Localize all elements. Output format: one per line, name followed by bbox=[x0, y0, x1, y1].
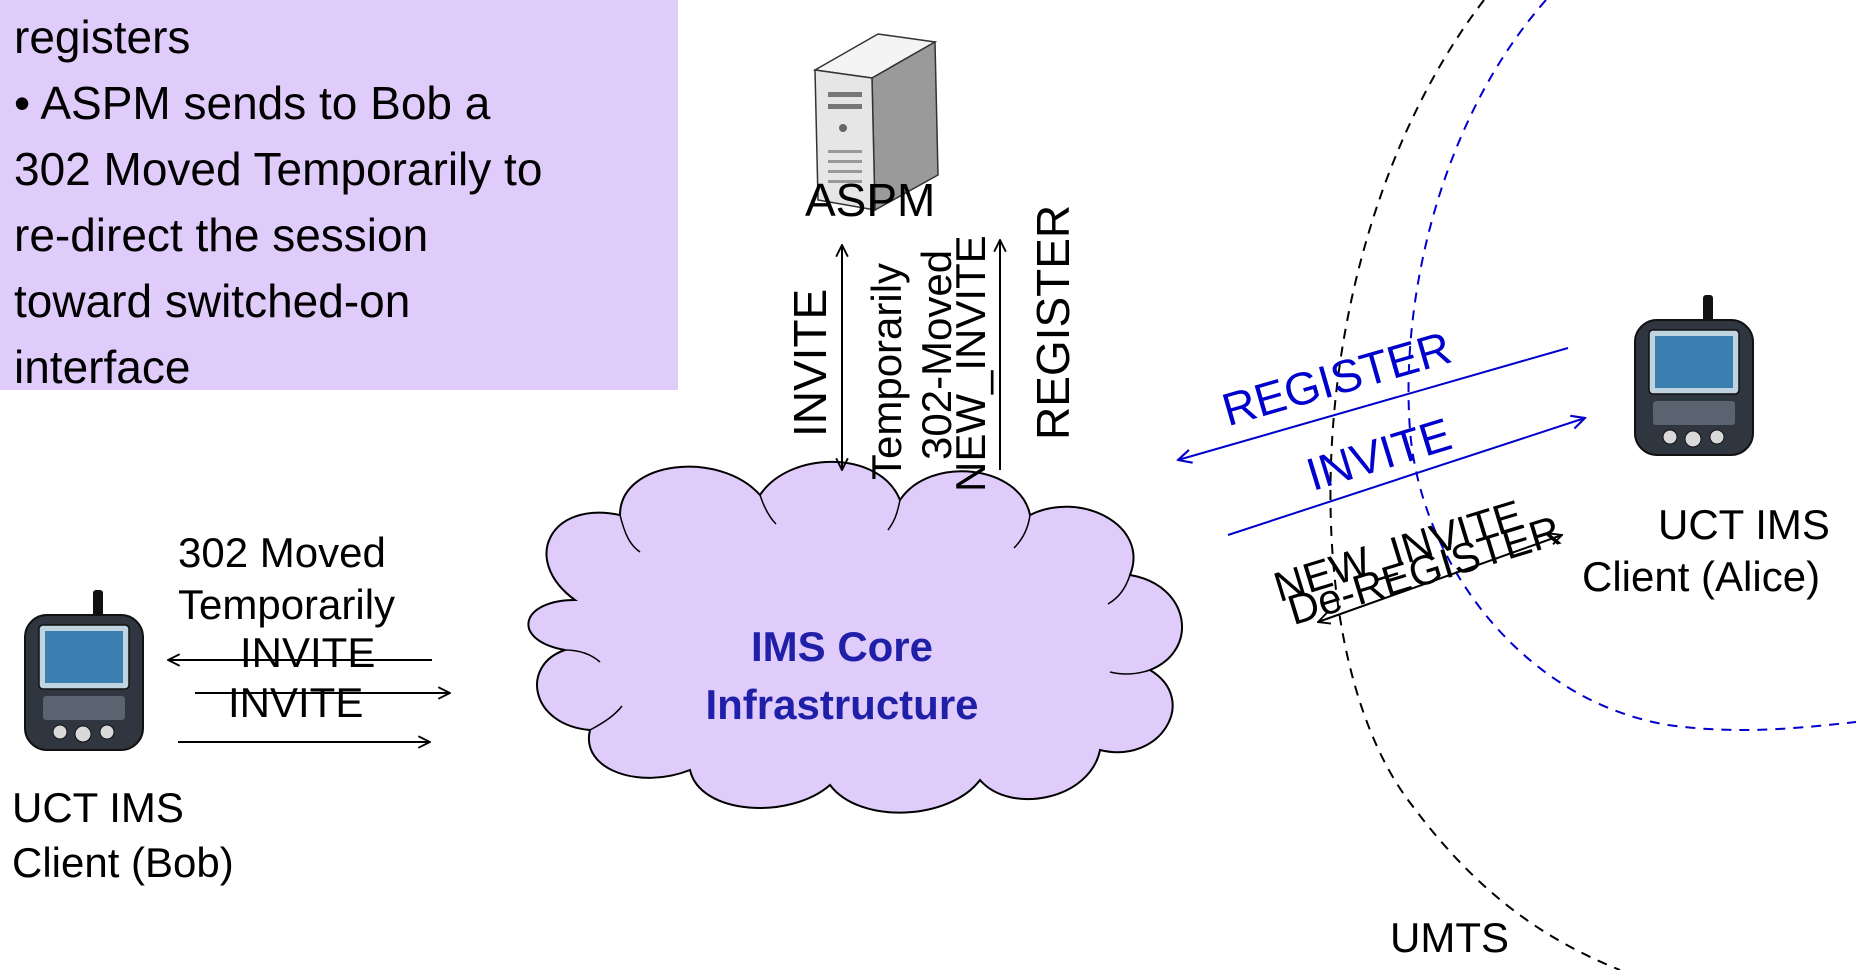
ims-core-line2: Infrastructure bbox=[705, 681, 979, 728]
aspm-label: ASPM bbox=[805, 174, 936, 226]
bob-302-label-line2: Temporarily bbox=[178, 581, 396, 628]
aspm-temporarily-label: Temporarily bbox=[863, 262, 910, 480]
note-line: registers bbox=[14, 11, 191, 63]
note-line: • ASPM sends to Bob a bbox=[14, 77, 491, 129]
arrow-register-alice bbox=[1178, 347, 1569, 460]
bob-invite-label-2: INVITE bbox=[228, 679, 364, 726]
umts-label: UMTS bbox=[1390, 914, 1509, 961]
pda-phone-icon bbox=[24, 590, 144, 751]
aspm-register-label: REGISTER bbox=[1027, 204, 1079, 440]
pda-phone-icon bbox=[1634, 295, 1754, 456]
alice-label-line2: Client (Alice) bbox=[1582, 553, 1821, 600]
bob-label-line1: UCT IMS bbox=[12, 784, 184, 831]
aspm-invite-label: INVITE bbox=[784, 288, 836, 437]
bob-invite-label-1: INVITE bbox=[240, 629, 376, 676]
ims-core-title: IMS Core Infrastructure bbox=[612, 618, 1072, 734]
aspm-new-invite-label: NEW_INVITE bbox=[947, 235, 994, 492]
server-icon bbox=[812, 33, 939, 212]
arrow-invite-alice bbox=[1227, 418, 1585, 536]
note-line: interface bbox=[14, 341, 191, 393]
explanation-note: registers • ASPM sends to Bob a 302 Move… bbox=[0, 0, 678, 393]
ims-core-cloud bbox=[527, 460, 1184, 814]
note-line: re-direct the session bbox=[14, 209, 429, 261]
bob-label-line2: Client (Bob) bbox=[12, 839, 234, 886]
note-line: toward switched-on bbox=[14, 275, 411, 327]
bob-302-label-line1: 302 Moved bbox=[178, 529, 386, 576]
arrow-deregister-alice bbox=[1318, 535, 1562, 622]
wlan-coverage-arc bbox=[1407, 0, 1856, 732]
alice-label-line1: UCT IMS bbox=[1658, 501, 1830, 548]
umts-coverage-arc bbox=[1329, 0, 1621, 970]
ims-core-line1: IMS Core bbox=[750, 623, 934, 670]
note-line: 302 Moved Temporarily to bbox=[14, 143, 543, 195]
